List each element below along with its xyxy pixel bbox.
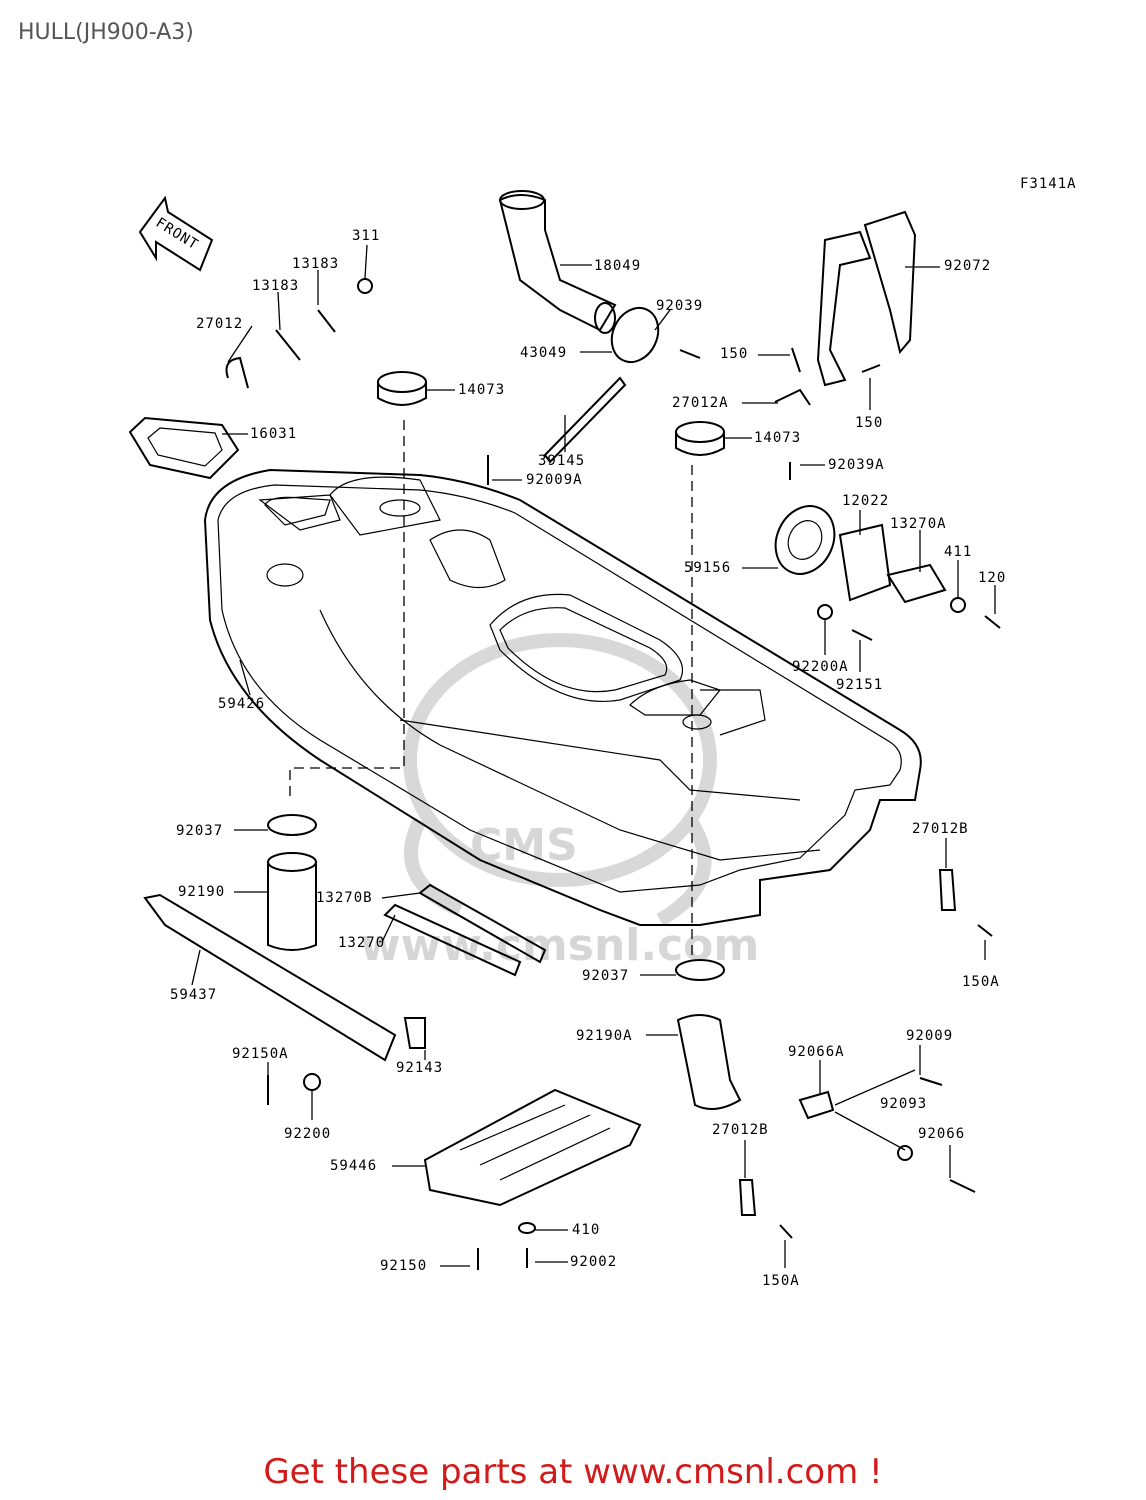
front-arrow: FRONT: [138, 195, 214, 272]
part-92190A-hose: [676, 1014, 742, 1110]
label-410: 410: [572, 1222, 600, 1238]
part-59446-grate: [423, 1088, 642, 1207]
label-18049: 18049: [594, 258, 641, 274]
label-12022: 12022: [842, 493, 889, 509]
assembly-line-1: [289, 420, 405, 800]
label-311: 311: [352, 228, 380, 244]
footer-link[interactable]: Get these parts at www.cmsnl.com !: [263, 1452, 883, 1492]
hull-body: [203, 468, 922, 926]
label-411: 411: [944, 544, 972, 560]
part-59156-plate: [774, 505, 836, 575]
label-16031: 16031: [250, 426, 297, 442]
part-39145-strip: [543, 376, 627, 464]
label-150-lower: 150: [855, 415, 883, 431]
label-13270B: 13270B: [316, 890, 373, 906]
label-92200A: 92200A: [792, 659, 849, 675]
leader-lines: [191, 244, 996, 1268]
label-27012B-upper: 27012B: [912, 821, 969, 837]
label-59437: 59437: [170, 987, 217, 1003]
label-92066: 92066: [918, 1126, 965, 1142]
part-small-fasteners: [225, 278, 1001, 1270]
label-92093: 92093: [880, 1096, 927, 1112]
label-27012: 27012: [196, 316, 243, 332]
label-92066A: 92066A: [788, 1044, 845, 1060]
label-27012A: 27012A: [672, 395, 729, 411]
part-43049-gasket: [610, 306, 660, 364]
label-27012B-lower: 27012B: [712, 1122, 769, 1138]
label-150A-lower: 150A: [762, 1273, 800, 1289]
label-59156: 59156: [684, 560, 731, 576]
label-92002: 92002: [570, 1254, 617, 1270]
label-120: 120: [978, 570, 1006, 586]
label-92143: 92143: [396, 1060, 443, 1076]
label-43049: 43049: [520, 345, 567, 361]
part-13270-strips: [383, 883, 547, 977]
label-92190A: 92190A: [576, 1028, 633, 1044]
part-92190-hose: [267, 852, 317, 951]
label-59426: 59426: [218, 696, 265, 712]
label-92037-right: 92037: [582, 968, 629, 984]
label-92200: 92200: [284, 1126, 331, 1142]
part-27012B-eyes: [738, 869, 957, 1216]
label-92037-left: 92037: [176, 823, 223, 839]
page-title: HULL(JH900-A3): [18, 20, 194, 45]
label-92150A: 92150A: [232, 1046, 289, 1062]
part-16031-hatch: [128, 416, 240, 480]
label-92150: 92150: [380, 1258, 427, 1274]
label-150A-upper: 150A: [962, 974, 1000, 990]
part-92072-brackets: [816, 210, 917, 387]
label-92039: 92039: [656, 298, 703, 314]
label-92009A: 92009A: [526, 472, 583, 488]
figure-code: F3141A: [1020, 176, 1077, 192]
label-92151: 92151: [836, 677, 883, 693]
part-14073-caps: [377, 371, 725, 456]
label-92072: 92072: [944, 258, 991, 274]
label-92009: 92009: [906, 1028, 953, 1044]
part-12022-plate: [838, 523, 892, 602]
watermark-text: www.cmsnl.com: [360, 920, 759, 971]
watermark-logo: CMS www.cmsnl.com: [360, 633, 759, 971]
label-14073-left: 14073: [458, 382, 505, 398]
part-59437-rail: [143, 893, 397, 1062]
label-92190: 92190: [178, 884, 225, 900]
front-label: FRONT: [153, 215, 201, 254]
label-13270A: 13270A: [890, 516, 947, 532]
label-13183-upper: 13183: [292, 256, 339, 272]
label-13270: 13270: [338, 935, 385, 951]
label-59446: 59446: [330, 1158, 377, 1174]
label-14073-right: 14073: [754, 430, 801, 446]
part-92037-clamps: [267, 814, 725, 981]
part-18049-duct: [498, 190, 617, 334]
label-92039A: 92039A: [828, 457, 885, 473]
part-13270A-block: [886, 563, 947, 604]
label-39145: 39145: [538, 453, 585, 469]
label-150-upper: 150: [720, 346, 748, 362]
label-13183-lower: 13183: [252, 278, 299, 294]
